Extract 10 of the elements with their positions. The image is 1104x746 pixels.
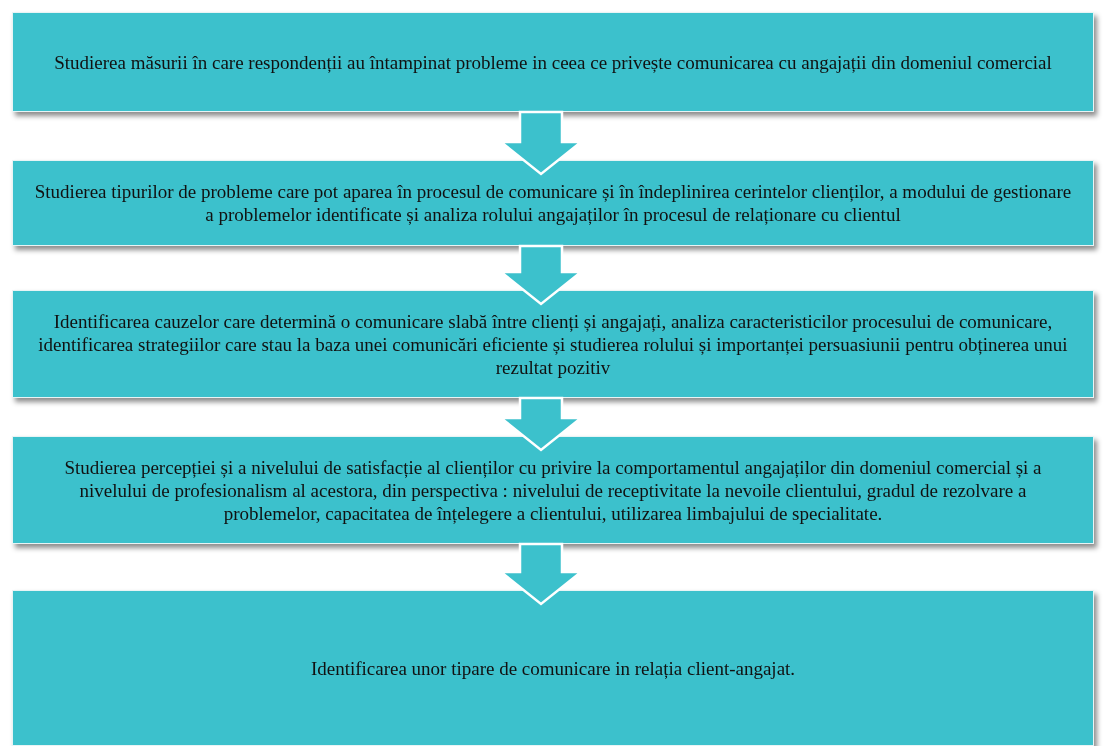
process-box xyxy=(12,590,1094,746)
step-text: Studierea măsurii în care respondenții au întampinat probleme in ceea ce privește comunicarea cu angajații din domeniul comercial xyxy=(54,50,1052,74)
step-text: Studierea percepției și a nivelului de satisfacție al clienților cu privire la comportamentul angajaților din domeniul comercial și a nivelului de profesionalism al acestora, din perspectiva : nivelului de receptivitate la nevoile clientului, gradul de rezolvare a problemelor, capacitatea de înțelegere a clientului, utilizarea limbajului de specialitate. xyxy=(63,455,1043,525)
process-box xyxy=(12,436,1094,544)
process-box xyxy=(12,12,1094,112)
process-box xyxy=(12,160,1094,246)
process-box xyxy=(12,290,1094,398)
step-text: Studierea tipurilor de probleme care pot aparea în procesul de comunicare și în îndeplinirea cerintelor clienților, a modului de gestionare a problemelor identificate și analiza rolului angajaților în procesul de relaționare cu clientul xyxy=(33,180,1073,226)
step-text: Identificarea cauzelor care determină o comunicare slabă între clienți și angajați, analiza caracteristicilor procesului de comunicare, identificarea strategiilor care stau la baza unei comunicări eficiente și studierea rolului și importanței persuasiunii pentru obținerea unui rezultat pozitiv xyxy=(37,309,1069,379)
step-text: Identificarea unor tipare de comunicare in relația client-angajat. xyxy=(310,656,796,680)
